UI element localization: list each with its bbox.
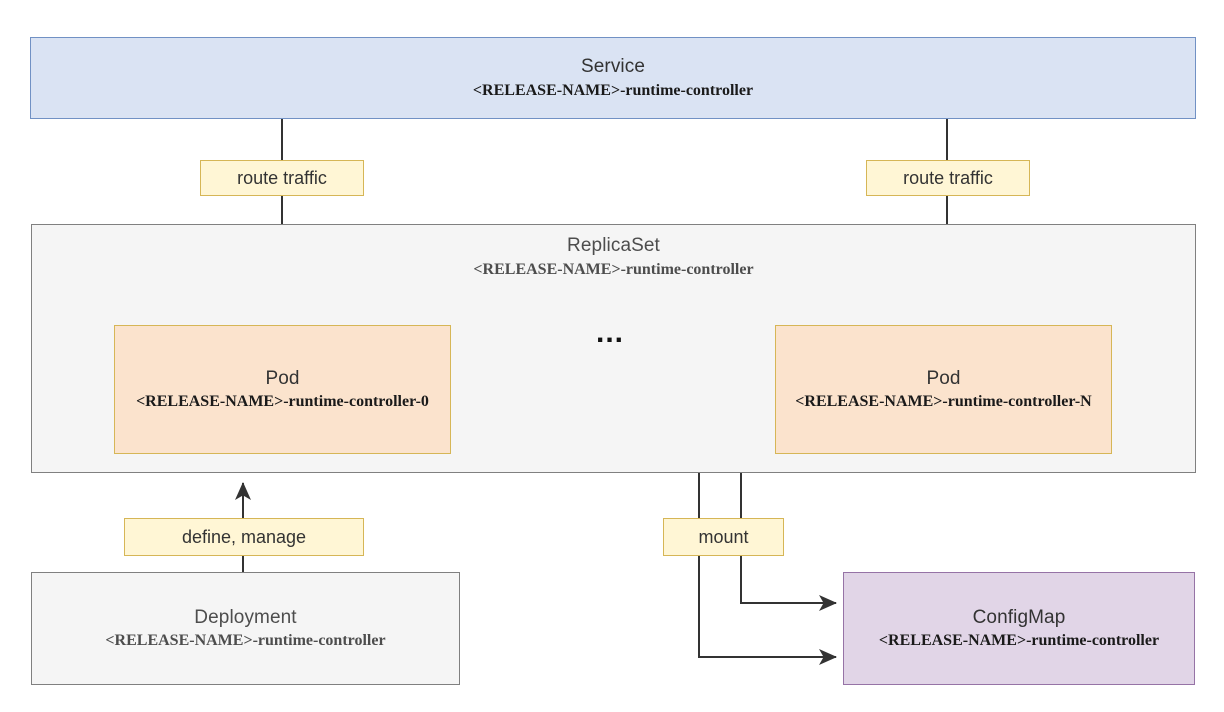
replicaset-subtitle: <RELEASE-NAME>-runtime-controller bbox=[473, 260, 754, 278]
replicaset-title: ReplicaSet bbox=[567, 235, 660, 256]
node-pod-first[interactable]: Pod <RELEASE-NAME>-runtime-controller-0 bbox=[114, 325, 451, 454]
node-service[interactable]: Service <RELEASE-NAME>-runtime-controlle… bbox=[30, 37, 1196, 119]
configmap-title: ConfigMap bbox=[972, 606, 1066, 628]
pod-first-subtitle: <RELEASE-NAME>-runtime-controller-0 bbox=[136, 393, 429, 411]
pod-last-title: Pod bbox=[926, 367, 961, 389]
edge-label-route-traffic-left[interactable]: route traffic bbox=[200, 160, 364, 196]
pods-ellipsis: ... bbox=[595, 316, 624, 349]
service-title: Service bbox=[580, 56, 646, 78]
configmap-subtitle: <RELEASE-NAME>-runtime-controller bbox=[878, 632, 1160, 650]
edge-label-route-traffic-right[interactable]: route traffic bbox=[866, 160, 1030, 196]
pod-last-subtitle: <RELEASE-NAME>-runtime-controller-N bbox=[795, 393, 1092, 411]
node-pod-last[interactable]: Pod <RELEASE-NAME>-runtime-controller-N bbox=[775, 325, 1112, 454]
deployment-title: Deployment bbox=[194, 606, 297, 628]
pod-first-title: Pod bbox=[265, 367, 300, 389]
deployment-subtitle: <RELEASE-NAME>-runtime-controller bbox=[105, 632, 386, 650]
edge-label-mount[interactable]: mount bbox=[663, 518, 784, 556]
node-configmap[interactable]: ConfigMap <RELEASE-NAME>-runtime-control… bbox=[843, 572, 1195, 685]
edge-label-define-manage[interactable]: define, manage bbox=[124, 518, 364, 556]
node-deployment[interactable]: Deployment <RELEASE-NAME>-runtime-contro… bbox=[31, 572, 460, 685]
service-subtitle: <RELEASE-NAME>-runtime-controller bbox=[472, 81, 754, 99]
